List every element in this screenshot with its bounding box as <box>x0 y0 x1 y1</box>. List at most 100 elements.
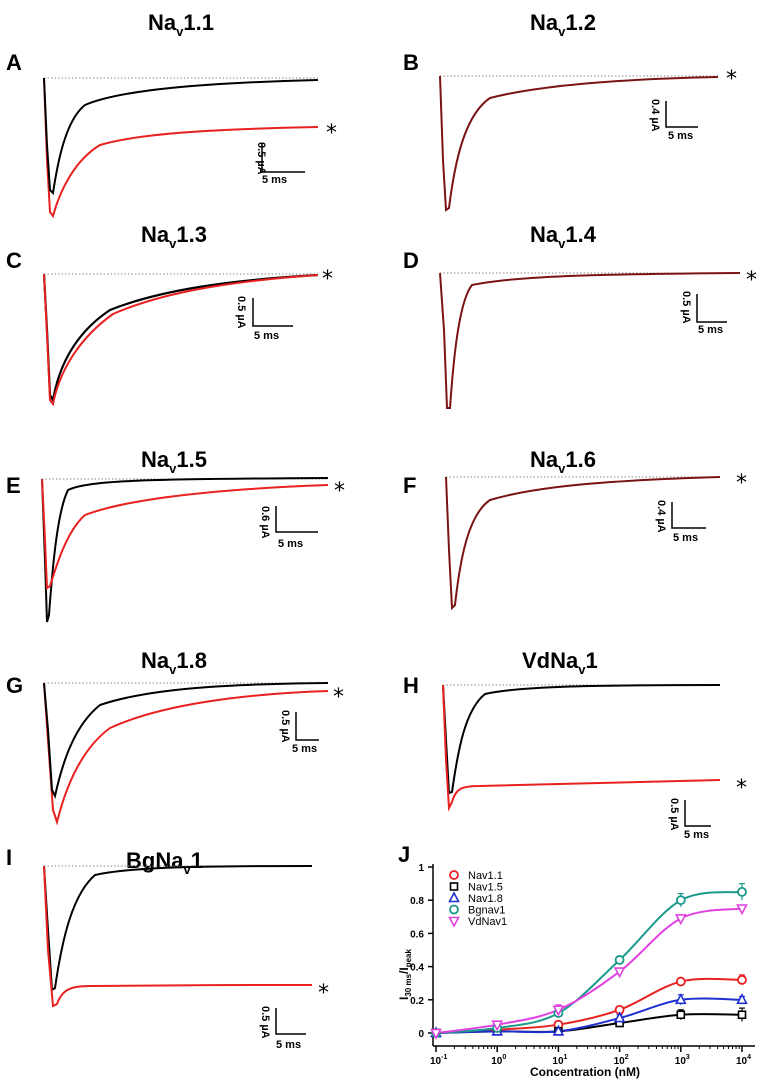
panel-g-trace-control <box>43 682 329 799</box>
panel-f-scalebar <box>671 502 706 529</box>
panel-e-title: Nav1.5 <box>141 447 207 476</box>
y-tick-label: 0.2 <box>410 996 424 1007</box>
panel-b-title: Nav1.2 <box>530 10 596 39</box>
panel-h-trace-control <box>442 684 721 795</box>
panel-b-star: * <box>726 67 737 92</box>
data-point-vdnav1 <box>552 1005 565 1017</box>
data-point-vdnav1 <box>491 1020 504 1032</box>
y-tick-label: 0 <box>418 1029 424 1040</box>
data-point-nav1.8 <box>674 993 687 1005</box>
panel-i-scalebar-x: 5 ms <box>276 1039 301 1051</box>
y-tick-label: 1 <box>418 863 424 874</box>
panel-d-scalebar-x: 5 ms <box>698 324 723 336</box>
panel-g: Nav1.8 G * 0.5 µA 5 ms <box>6 648 344 826</box>
panel-e-star: * <box>334 479 345 504</box>
panel-g-scalebar <box>295 712 319 741</box>
panel-b-scalebar <box>665 101 698 128</box>
x-tick-label: 101 <box>552 1054 567 1067</box>
panel-f-scalebar-x: 5 ms <box>673 532 698 544</box>
data-point-vdnav1 <box>736 904 748 916</box>
legend-marker-nav1.8 <box>448 891 460 903</box>
data-point-nav1.8 <box>613 1011 626 1023</box>
data-point-bgnav1 <box>614 955 625 965</box>
x-tick-label: 104 <box>736 1054 751 1067</box>
panel-e-letter: E <box>6 473 21 498</box>
panel-h-star: * <box>736 776 747 801</box>
data-point-nav1.8 <box>736 993 748 1005</box>
data-point-bgnav1 <box>737 887 747 897</box>
panel-f-scalebar-y: 0.4 µA <box>655 500 667 533</box>
panel-f-star: * <box>736 471 747 496</box>
panel-j-y-ticks: 00.20.40.60.81 <box>410 863 433 1040</box>
panel-f-letter: F <box>403 473 416 498</box>
panel-h-scalebar-x: 5 ms <box>684 829 709 841</box>
panel-a-scalebar-x: 5 ms <box>262 174 287 186</box>
panel-d-letter: D <box>403 248 419 273</box>
panel-h-scalebar <box>684 800 711 827</box>
panel-h-title: VdNav1 <box>522 648 598 677</box>
panel-c-scalebar-y: 0.5 µA <box>235 296 247 329</box>
y-tick-label: 0.6 <box>410 929 424 940</box>
y-tick-label: 0.8 <box>410 896 424 907</box>
panel-i-scalebar-y: 0.5 µA <box>259 1006 271 1039</box>
panel-d-star: * <box>746 268 757 293</box>
x-tick-label: 10-1 <box>430 1054 447 1067</box>
panel-h-trace-toxin <box>442 684 721 812</box>
panel-e-trace-control <box>41 477 329 623</box>
panel-d-scalebar <box>696 294 727 323</box>
panel-a-letter: A <box>6 50 22 75</box>
panel-g-trace-toxin <box>43 682 329 826</box>
legend-marker-bgnav1 <box>449 904 459 915</box>
panel-j-data-points <box>430 882 748 1040</box>
panel-c-scalebar <box>252 298 293 327</box>
panel-g-scalebar-x: 5 ms <box>292 743 317 755</box>
panel-b-trace <box>439 75 719 212</box>
panel-i: BgNav1 I * 0.5 µA 5 ms <box>6 845 329 1051</box>
data-point-nav1.5 <box>676 1010 686 1020</box>
panel-j-y-label: I30 ms/Ipeak <box>397 949 413 1000</box>
data-point-vdnav1 <box>613 967 626 979</box>
data-point-vdnav1 <box>674 914 687 926</box>
data-point-nav1.1 <box>675 976 686 987</box>
panel-h: VdNav1 H * 0.5 µA 5 ms <box>403 648 747 841</box>
panel-f-title: Nav1.6 <box>530 447 596 476</box>
panel-i-title: BgNav1 <box>126 848 203 877</box>
panel-d-scalebar-y: 0.5 µA <box>680 291 692 324</box>
panel-a-scalebar-y: 0.5 µA <box>255 142 267 175</box>
legend-label-nav1.8: Nav1.8 <box>468 893 503 905</box>
panel-a-title: Nav1.1 <box>148 10 214 39</box>
panel-c-trace-toxin <box>43 273 319 407</box>
x-tick-label: 103 <box>675 1054 690 1067</box>
panel-i-letter: I <box>6 845 12 870</box>
panel-a-trace-control <box>43 77 319 196</box>
panel-i-star: * <box>318 981 329 1006</box>
data-point-nav1.8 <box>552 1024 565 1036</box>
panel-h-scalebar-y: 0.5 µA <box>668 798 680 831</box>
panel-i-scalebar <box>275 1008 306 1035</box>
panel-b: Nav1.2 B * 0.4 µA 5 ms <box>403 10 737 212</box>
panel-a: Nav1.1 A * 0.5 µA 5 ms <box>6 10 337 219</box>
data-point-vdnav1 <box>430 1028 442 1040</box>
panel-i-trace-control <box>43 865 313 992</box>
panel-f-trace <box>445 476 721 611</box>
panel-e-scalebar <box>275 506 318 533</box>
x-tick-label: 100 <box>491 1054 506 1067</box>
panel-a-star: * <box>326 121 337 146</box>
panel-g-title: Nav1.8 <box>141 648 207 677</box>
legend-label-nav1.5: Nav1.5 <box>468 882 503 894</box>
legend-marker-nav1.5 <box>449 882 459 891</box>
panel-b-scalebar-x: 5 ms <box>668 130 693 142</box>
panel-d: Nav1.4 D * 0.5 µA 5 ms <box>403 222 757 409</box>
panel-c-star: * <box>322 267 333 292</box>
legend-label-bgnav1: Bgnav1 <box>468 905 505 917</box>
panel-c-scalebar-x: 5 ms <box>254 330 279 342</box>
legend-label-nav1.1: Nav1.1 <box>468 870 503 882</box>
panel-j-letter: J <box>398 842 410 867</box>
panel-a-scalebar <box>261 143 305 173</box>
legend-label-vdnav1: VdNav1 <box>468 916 507 928</box>
panel-b-scalebar-y: 0.4 µA <box>649 99 661 132</box>
panel-e-scalebar-y: 0.6 µA <box>259 506 271 539</box>
panel-d-trace <box>439 272 741 409</box>
